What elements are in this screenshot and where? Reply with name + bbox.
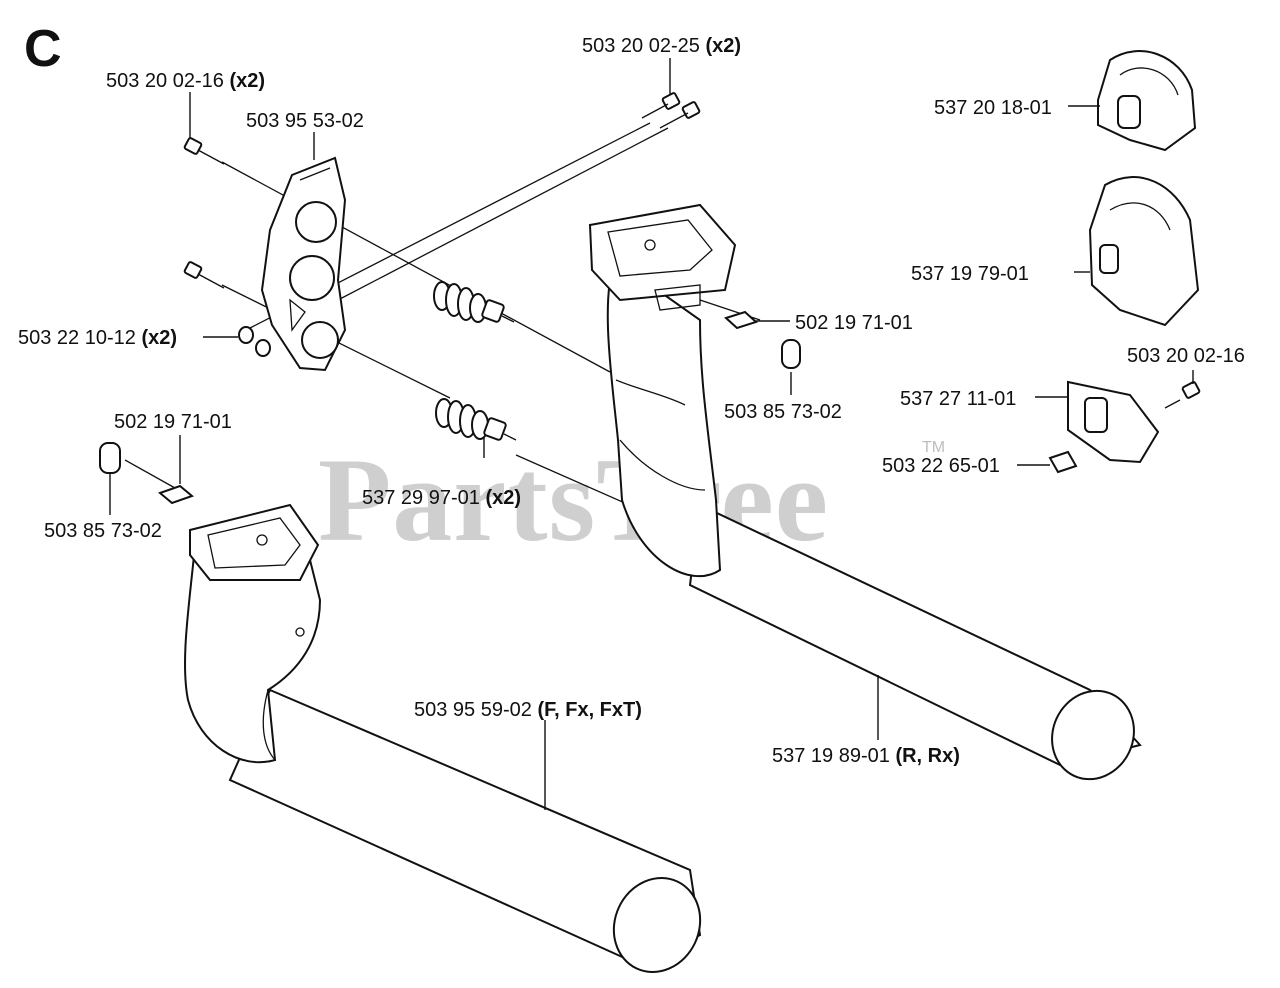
bracket-part bbox=[260, 156, 347, 372]
clip-top-part bbox=[1097, 50, 1197, 152]
label-spring-dampers: 537 29 97-01 (x2) bbox=[362, 487, 521, 509]
throttle-holder-part bbox=[1067, 380, 1160, 464]
spacer-left-part bbox=[99, 442, 121, 474]
damper-bottom-part bbox=[435, 398, 517, 441]
label-bolt-top-left: 503 20 02-16 (x2) bbox=[106, 70, 265, 92]
left-handle-part bbox=[184, 503, 702, 973]
damper-top-part bbox=[433, 281, 515, 323]
nuts-left-part bbox=[238, 326, 271, 357]
right-handle-part bbox=[588, 203, 1142, 781]
square-nut-right-part bbox=[724, 310, 758, 330]
label-clip-mid: 537 19 79-01 bbox=[911, 263, 1029, 285]
label-spacer-right: 503 85 73-02 bbox=[724, 401, 842, 423]
label-throttle-holder: 537 27 11-01 bbox=[900, 388, 1016, 410]
bolt-top-left-part bbox=[183, 137, 225, 165]
spacer-right-part bbox=[781, 339, 801, 369]
label-right-handle: 537 19 89-01 (R, Rx) bbox=[772, 745, 960, 767]
label-nut-left: 503 22 10-12 (x2) bbox=[18, 327, 177, 349]
label-left-handle: 503 95 59-02 (F, Fx, FxT) bbox=[414, 699, 642, 721]
bolt-right-part bbox=[1181, 381, 1201, 399]
square-nut-left-part bbox=[158, 484, 194, 505]
watermark-trademark: TM bbox=[922, 439, 945, 456]
label-spacer-left: 503 85 73-02 bbox=[44, 520, 162, 542]
bolt-mid-left-part bbox=[183, 261, 225, 289]
label-square-nut-left: 502 19 71-01 bbox=[114, 411, 232, 433]
label-nut-right: 503 22 65-01 bbox=[882, 455, 1000, 477]
clip-mid-part bbox=[1088, 176, 1200, 327]
label-bracket: 503 95 53-02 bbox=[246, 110, 364, 132]
section-letter: C bbox=[24, 20, 62, 78]
bolt-long-top-part bbox=[641, 92, 701, 129]
label-bolt-right: 503 20 02-16 bbox=[1127, 345, 1245, 367]
leader-lines bbox=[109, 58, 1194, 810]
label-clip-top: 537 20 18-01 bbox=[934, 97, 1052, 119]
label-bolt-top-long: 503 20 02-25 (x2) bbox=[582, 35, 741, 57]
nut-right-part bbox=[1048, 450, 1078, 474]
label-square-nut-right: 502 19 71-01 bbox=[795, 312, 913, 334]
